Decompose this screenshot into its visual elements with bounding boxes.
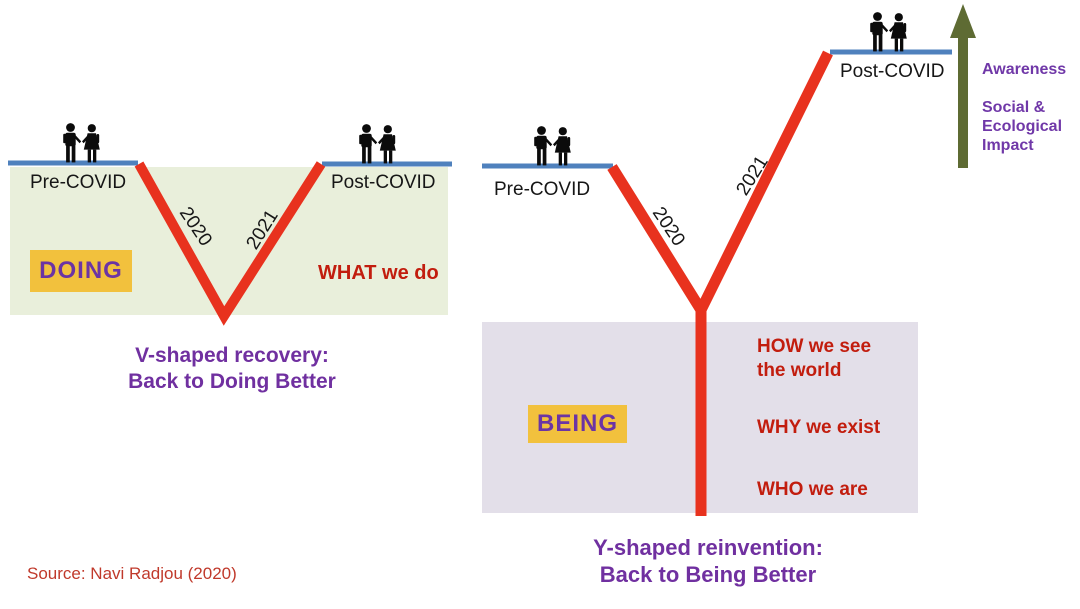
pre-covid-label-left: Pre-COVID [30, 172, 127, 193]
being-badge: BEING [528, 405, 627, 443]
post-covid-label-right: Post-COVID [840, 61, 945, 82]
couple-icon [534, 126, 571, 166]
who-we-are-annotation: WHO we are [757, 479, 868, 500]
impact-axis-label-line1: Social & [982, 99, 1046, 116]
impact-axis-label-line2: Ecological [982, 118, 1063, 135]
couple-icon [63, 123, 100, 163]
y-shaped-caption: Y-shaped reinvention: Back to Being Bett… [518, 534, 898, 588]
what-we-do-annotation: WHAT we do [318, 262, 439, 284]
why-we-exist-annotation: WHY we exist [757, 417, 881, 438]
y-shape-trajectory [607, 50, 833, 322]
how-we-see-annotation: HOW we see the world [757, 335, 871, 383]
v-shaped-caption: V-shaped recovery: Back to Doing Better [42, 343, 422, 395]
v-shaped-caption-line2: Back to Doing Better [128, 370, 336, 393]
y-shaped-caption-line2: Back to Being Better [599, 562, 817, 587]
how-we-see-line2: the world [757, 360, 842, 381]
impact-axis-label-line3: Impact [982, 137, 1034, 154]
awareness-axis-arrow-icon [950, 4, 976, 168]
how-we-see-line1: HOW we see [757, 336, 872, 357]
post-covid-label-left: Post-COVID [331, 172, 436, 193]
y-shaped-caption-line1: Y-shaped reinvention: [593, 535, 823, 560]
impact-axis-label: Social & Ecological Impact [982, 98, 1062, 155]
pre-covid-label-right: Pre-COVID [494, 179, 591, 200]
awareness-axis-label: Awareness [982, 61, 1067, 78]
couple-icon [359, 124, 396, 164]
doing-badge: DOING [30, 250, 132, 292]
being-badge-label: BEING [536, 410, 618, 437]
v-shape-trajectory [134, 161, 326, 326]
source-credit: Source: Navi Radjou (2020) [27, 564, 237, 583]
doing-badge-label: DOING [39, 257, 123, 284]
v-shaped-caption-line1: V-shaped recovery: [135, 344, 329, 367]
couple-icon [870, 12, 907, 52]
